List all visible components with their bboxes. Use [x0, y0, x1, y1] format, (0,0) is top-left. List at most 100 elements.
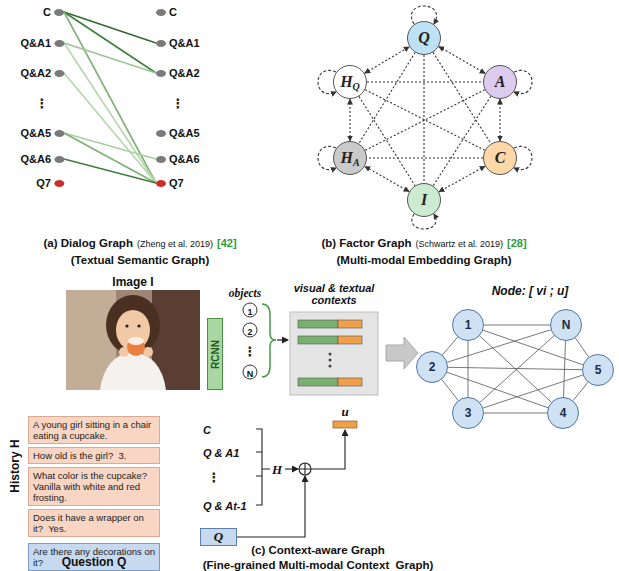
self-loops: [318, 6, 532, 229]
label-placer: (Textual Semantic Graph): [71, 250, 209, 268]
graph-link: [468, 341, 469, 397]
node-text: 3: [465, 406, 472, 420]
node-text: RCNN: [210, 340, 221, 369]
label-placer: Node: [ vi ; u]: [492, 281, 569, 299]
factor-node: C: [483, 141, 517, 175]
label-placer: C: [203, 420, 211, 438]
label-placer: (Fine-grained Multi-modal Context Graph): [203, 555, 434, 571]
dialog-node: C: [156, 6, 177, 18]
context-label: visual & textual contexts: [286, 282, 382, 306]
callout-number: 2: [247, 327, 252, 337]
factor-node: I: [407, 183, 441, 217]
arrow-line: [237, 476, 305, 537]
graph-node: N: [550, 309, 582, 341]
graph-link: [442, 337, 457, 355]
node-text: Q: [418, 29, 430, 47]
dialog-node: Q&A1: [20, 37, 64, 49]
dialog-link: [64, 73, 156, 183]
question-token-box: Q: [200, 528, 237, 546]
object-circle: [243, 303, 257, 317]
node-subscript: A: [353, 157, 360, 168]
history-box: A young girl sitting in a chair eating a…: [28, 416, 160, 444]
ellipsis: ⋮: [208, 470, 221, 485]
detector-box: RCNN: [207, 318, 223, 390]
dialog-node: Q&A6: [20, 153, 64, 165]
graph-node: 5: [582, 354, 614, 386]
factor-link: [365, 47, 410, 74]
label-placer: ⋮: [208, 468, 221, 486]
context-bars: [298, 320, 362, 386]
graph-dot: [156, 40, 166, 47]
graph-link: [448, 367, 582, 369]
u-bar: [333, 421, 357, 428]
history-item-label: Q & At-1: [203, 500, 247, 512]
label-placer: ⋮: [36, 94, 49, 112]
history-box: How old is the girl? 3.: [28, 447, 160, 464]
graph-dot: [156, 156, 166, 163]
label-placer: Q & At-1: [203, 496, 247, 514]
label-placer: H: [272, 460, 282, 478]
dialog-link: [64, 43, 156, 183]
object-circle: [243, 323, 257, 337]
node-text: Q&A6: [20, 153, 51, 165]
graph-dot: [156, 9, 166, 16]
node-text: Q&A5: [169, 127, 200, 139]
node-text: I: [421, 191, 427, 209]
photo-eye: [137, 324, 140, 327]
factor-node: A: [483, 65, 517, 99]
node-text: Q&A2: [169, 67, 200, 79]
dialog-link: [64, 133, 156, 159]
label-placer: (Multi-modal Embedding Graph): [336, 250, 511, 268]
label-placer: visual & textual contexts: [286, 282, 382, 306]
label-placer: Image I: [112, 272, 153, 290]
label-placer: 2: [247, 321, 252, 339]
ellipsis-dots: [329, 353, 332, 368]
node-text: A young girl sitting in a chair eating a…: [33, 419, 155, 441]
dialog-link: [64, 12, 156, 183]
factor-link: [439, 47, 486, 74]
factor-link: [365, 90, 485, 151]
graph-node: 4: [547, 397, 579, 429]
label-placer: ⋮: [172, 94, 185, 112]
dialog-link: [64, 43, 156, 73]
factor-node: HA: [333, 141, 367, 175]
text-bar: [338, 336, 362, 344]
photo-hair: [106, 295, 160, 355]
node-subscript: Q: [353, 81, 360, 92]
concat-circle: [299, 463, 311, 475]
dialog-node: Q&A5: [20, 127, 64, 139]
caption-row: (b) Factor Graph(Schwartz et al. 2019)[2…: [321, 237, 526, 249]
caption-text: (Textual Semantic Graph): [71, 254, 209, 266]
node-text: C: [495, 149, 506, 167]
node-text: 1: [465, 318, 472, 332]
label-placer: objects: [229, 283, 262, 301]
factor-link: [367, 157, 483, 158]
label-placer: History H: [5, 439, 23, 492]
history-item-label: Q & A1: [203, 447, 239, 459]
graph-link: [573, 382, 588, 400]
dialog-node: Q&A1: [156, 37, 200, 49]
node-text: Q&A6: [169, 153, 200, 165]
visual-bar: [298, 320, 338, 328]
dialog-node: Q&A2: [20, 67, 64, 79]
question-label: Question Q: [62, 555, 127, 569]
photo-shirt: [100, 352, 166, 390]
node-text: Q&A2: [20, 67, 51, 79]
node-text: H: [340, 73, 352, 91]
node-text: Are there any decorations on it?: [33, 546, 155, 568]
factor-link: [433, 96, 491, 185]
graph-dot: [54, 156, 64, 163]
factor-link: [365, 90, 485, 151]
dialog-node: Q&A2: [156, 67, 200, 79]
graph-link: [575, 338, 588, 357]
node-text: 2: [429, 360, 436, 374]
dialog-node: Q&A5: [156, 127, 200, 139]
dialog-node: Q7: [156, 177, 184, 189]
factor-node: Q: [407, 21, 441, 55]
big-arrow: [386, 337, 418, 369]
dialog-link: [64, 133, 156, 183]
graph-dot: [54, 9, 64, 16]
graph-dot: [54, 180, 64, 187]
concat-cross: [299, 463, 311, 475]
node-text: A: [495, 73, 506, 91]
